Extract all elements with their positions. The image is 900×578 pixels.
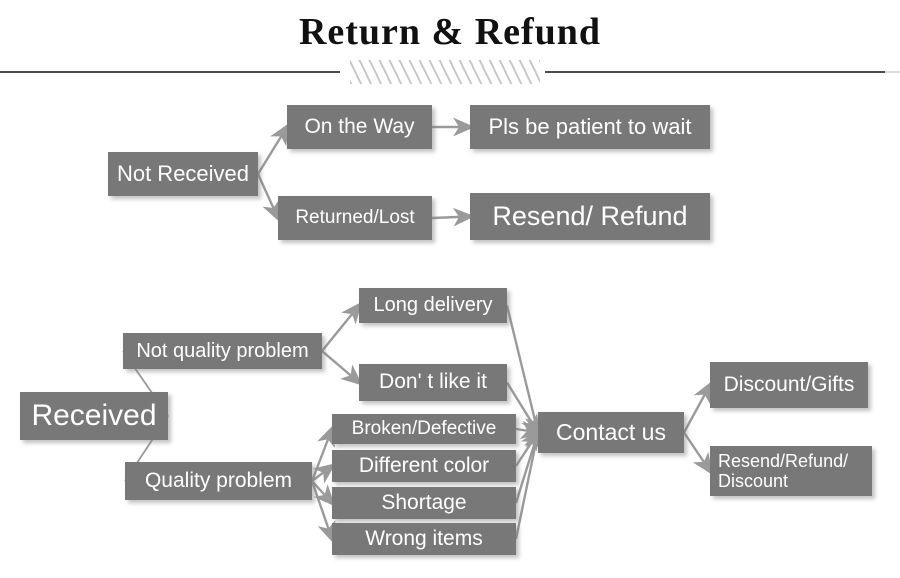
flow-node-label: Wrong items: [365, 526, 483, 550]
flow-node-pls-be-patient: Pls be patient to wait: [470, 105, 710, 149]
flow-node-received: Received: [20, 392, 168, 440]
connector-contact-us-to-discount-gifts: [682, 380, 713, 434]
flow-node-contact-us: Contact us: [538, 412, 684, 453]
flow-node-label: Broken/Defective: [351, 418, 497, 440]
connector-not-quality-problem-to-dont-like-it: [321, 350, 363, 386]
divider-rule-tail: [885, 71, 900, 73]
divider-rule-right: [545, 71, 885, 73]
flow-node-broken-defective: Broken/Defective: [332, 414, 516, 444]
flow-node-label: Resend/ Refund: [492, 201, 688, 232]
connector-broken-defective-to-contact-us: [515, 420, 543, 440]
flow-node-label: Contact us: [556, 419, 666, 446]
flow-node-not-quality-problem: Not quality problem: [123, 333, 322, 369]
title-divider: [0, 60, 900, 86]
connector-quality-problem-to-different-color: [311, 463, 336, 484]
flow-node-not-received: Not Received: [108, 152, 258, 196]
page-title: Return & Refund: [298, 11, 602, 53]
flow-node-label: Quality problem: [144, 468, 293, 492]
flow-node-label: Discount/Gifts: [723, 372, 855, 396]
flow-node-returned-lost: Returned/Lost: [278, 196, 432, 240]
flow-node-resend-refund-discount: Resend/Refund/ Discount: [710, 446, 872, 496]
connector-not-quality-problem-to-long-delivery: [321, 301, 363, 352]
connector-returned-lost-to-resend-refund: [431, 207, 475, 227]
flow-node-shortage: Shortage: [332, 487, 516, 519]
flow-node-resend-refund: Resend/ Refund: [470, 193, 710, 240]
flow-node-long-delivery: Long delivery: [359, 288, 507, 323]
hatched-divider-icon: [350, 60, 540, 84]
flow-node-label: Resend/Refund/ Discount: [718, 450, 849, 491]
flow-node-on-the-way: On the Way: [287, 105, 432, 149]
flow-node-label: Received: [31, 399, 157, 433]
connector-contact-us-to-resend-refund-discount: [683, 431, 713, 475]
flow-node-discount-gifts: Discount/Gifts: [710, 362, 868, 408]
connector-wrong-items-to-contact-us: [514, 427, 544, 540]
flow-node-label: On the Way: [304, 114, 415, 138]
flow-node-label: Returned/Lost: [295, 207, 415, 229]
connector-not-received-to-on-the-way: [256, 122, 290, 175]
flow-node-label: Not quality problem: [136, 339, 309, 362]
connector-not-received-to-returned-lost: [256, 173, 280, 223]
divider-rule-left: [0, 71, 340, 73]
flow-node-wrong-items: Wrong items: [332, 523, 516, 555]
connector-quality-problem-to-shortage: [311, 480, 336, 507]
flow-node-different-color: Different color: [332, 450, 516, 482]
flow-node-label: Different color: [358, 453, 490, 477]
connector-long-delivery-to-contact-us: [505, 305, 544, 438]
flow-node-quality-problem: Quality problem: [125, 462, 312, 500]
flow-node-label: Shortage: [381, 490, 467, 514]
connector-quality-problem-to-wrong-items: [310, 480, 336, 544]
flow-node-dont-like-it: Don' t like it: [359, 364, 507, 401]
flow-node-label: Don' t like it: [379, 370, 487, 394]
flow-node-label: Long delivery: [373, 294, 493, 316]
flow-node-label: Not Received: [116, 161, 250, 187]
flow-node-label: Pls be patient to wait: [488, 114, 692, 140]
